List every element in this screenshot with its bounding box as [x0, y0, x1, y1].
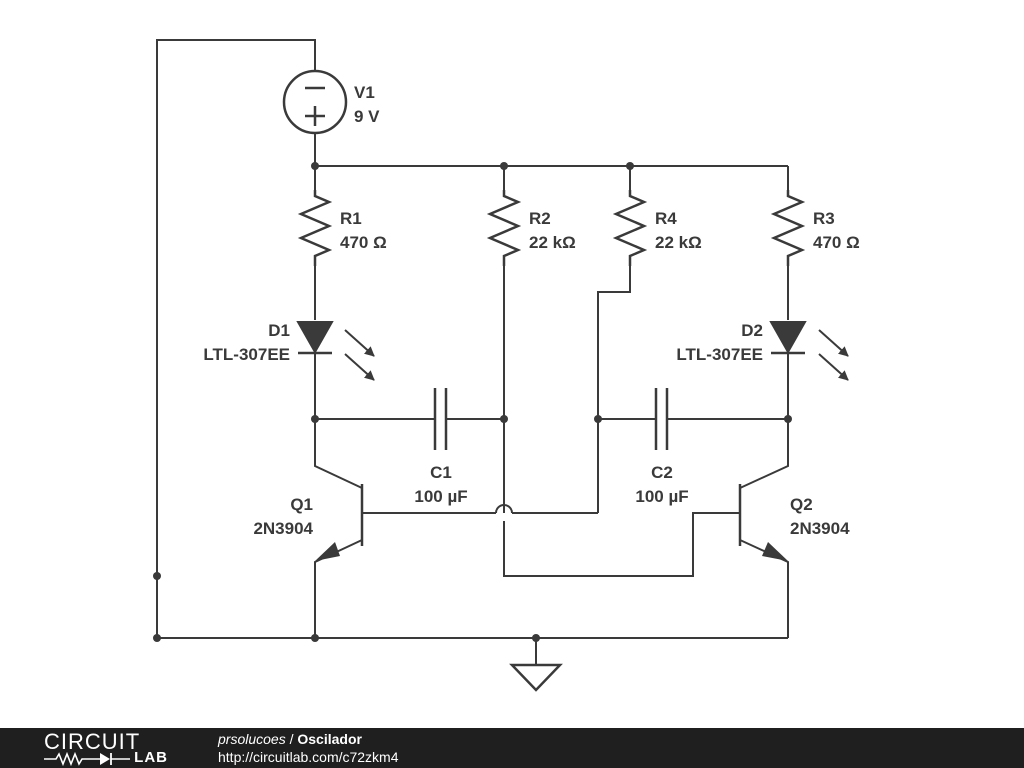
logo-wordmark-top: CIRCUIT	[44, 729, 141, 754]
wire-d2-q2	[739, 354, 789, 489]
author-link[interactable]: prsolucoes	[218, 731, 286, 747]
led-d1-light-arrow-2	[344, 353, 375, 381]
junction-ground-center	[532, 634, 540, 642]
junction-ground-q1	[311, 634, 319, 642]
label-d2-ref: D2	[741, 321, 763, 340]
wire-q1-emitter	[314, 539, 363, 638]
label-q2-ref: Q2	[790, 495, 813, 514]
circuit-title: Oscilador	[297, 731, 362, 747]
resistor-r2: R2 22 kΩ	[486, 190, 576, 266]
wire-q2-emitter	[739, 539, 789, 638]
label-v1-value: 9 V	[354, 107, 380, 126]
label-r3-value: 470 Ω	[813, 233, 860, 252]
resistor-r2-symbol	[486, 190, 522, 266]
label-c2-ref: C2	[651, 463, 673, 482]
led-d1-triangle	[296, 321, 334, 355]
junction-left-loop	[153, 572, 161, 580]
label-q1-ref: Q1	[290, 495, 313, 514]
ground-icon	[509, 663, 563, 692]
led-d2: D2 LTL-307EE	[676, 321, 849, 381]
logo-lab-text: LAB	[134, 749, 168, 766]
wires	[156, 39, 789, 665]
junction-rail-left	[311, 162, 319, 170]
junction-rail-r2	[500, 162, 508, 170]
capacitor-c2: C2 100 µF	[635, 388, 689, 506]
label-d2-value: LTL-307EE	[676, 345, 763, 364]
resistor-r3-symbol	[770, 190, 806, 266]
label-r2-ref: R2	[529, 209, 551, 228]
led-d1-light-arrow-1	[344, 329, 375, 357]
circuit-url[interactable]: http://circuitlab.com/c72zkm4	[218, 749, 399, 765]
junction-c1-r2	[500, 415, 508, 423]
junction-q1-collector	[311, 415, 319, 423]
wire-battery-left-loop	[156, 39, 316, 638]
label-r2-value: 22 kΩ	[529, 233, 576, 252]
logo-resistor-diode-icon	[44, 752, 130, 766]
battery-symbol	[282, 69, 348, 135]
led-d2-light-arrow-1	[818, 329, 849, 357]
ground-symbol	[509, 663, 563, 692]
byline-separator: /	[285, 731, 298, 747]
resistor-r1: R1 470 Ω	[297, 190, 387, 266]
resistor-r3: R3 470 Ω	[770, 190, 860, 266]
wire-r2-to-q2-base	[503, 505, 740, 577]
resistor-r4: R4 22 kΩ	[612, 190, 702, 266]
transistor-q2: Q2 2N3904	[738, 484, 850, 561]
label-r3-ref: R3	[813, 209, 835, 228]
circuitlab-logo[interactable]: CIRCUIT LAB	[44, 731, 184, 767]
transistor-q1: Q1 2N3904	[253, 484, 364, 561]
wire-d1-q1	[314, 354, 363, 489]
transistor-q2-emitter-arrow	[762, 542, 788, 561]
wire-r4-down	[597, 266, 631, 513]
label-q2-value: 2N3904	[790, 519, 850, 538]
led-d2-triangle	[769, 321, 807, 355]
label-d1-ref: D1	[268, 321, 290, 340]
capacitor-c1: C1 100 µF	[414, 388, 468, 506]
footer-bar: CIRCUIT LAB prsolucoes / Oscilador http:…	[0, 728, 1024, 768]
junction-ground-left	[153, 634, 161, 642]
logo-wordmark-bottom: LAB	[44, 749, 176, 766]
resistor-r1-symbol	[297, 190, 333, 266]
label-r4-value: 22 kΩ	[655, 233, 702, 252]
circuit-meta: prsolucoes / Oscilador http://circuitlab…	[218, 730, 399, 766]
circuit-schematic: V1 9 V R1 470 Ω R2 22 kΩ R4 22 kΩ R3 470…	[153, 39, 860, 692]
label-r4-ref: R4	[655, 209, 677, 228]
label-c2-value: 100 µF	[635, 487, 688, 506]
led-d1: D1 LTL-307EE	[203, 321, 375, 381]
label-d1-value: LTL-307EE	[203, 345, 290, 364]
circuit-byline: prsolucoes / Oscilador	[218, 730, 399, 748]
battery-v1: V1 9 V	[282, 69, 380, 135]
junction-q2-collector	[784, 415, 792, 423]
junction-c2-r4	[594, 415, 602, 423]
label-r1-value: 470 Ω	[340, 233, 387, 252]
junction-rail-r4	[626, 162, 634, 170]
label-q1-value: 2N3904	[253, 519, 313, 538]
junctions	[153, 162, 792, 642]
label-v1-ref: V1	[354, 83, 375, 102]
transistor-q1-emitter-arrow	[315, 542, 340, 561]
label-c1-ref: C1	[430, 463, 452, 482]
label-c1-value: 100 µF	[414, 487, 467, 506]
led-d2-light-arrow-2	[818, 353, 849, 381]
label-r1-ref: R1	[340, 209, 362, 228]
resistor-r4-symbol	[612, 190, 648, 266]
